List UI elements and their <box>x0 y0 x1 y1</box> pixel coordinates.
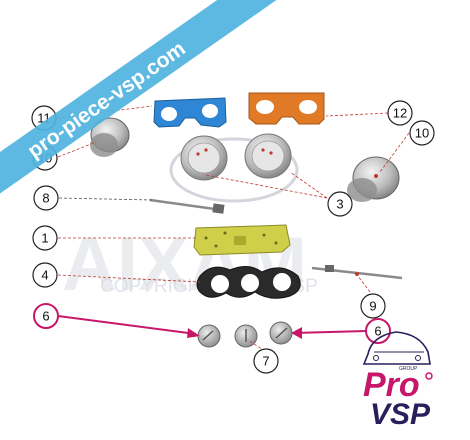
callout-8-label: 8 <box>42 191 49 206</box>
callout-4-label: 4 <box>41 268 48 283</box>
callout-7-label: 7 <box>262 354 269 369</box>
blue-bracket-part <box>153 97 227 128</box>
callout-7: 7 <box>253 348 279 374</box>
left-vent-knob-part <box>90 117 130 157</box>
callout-12-label: 12 <box>393 106 407 121</box>
callout-1: 1 <box>32 225 58 251</box>
center-dials-part <box>169 133 299 203</box>
gasket-part <box>196 266 301 299</box>
callout-3: 3 <box>327 191 353 217</box>
small-knob-left <box>197 324 221 348</box>
callout-9-label: 9 <box>369 299 376 314</box>
pcb-part <box>193 224 291 256</box>
small-knob-right <box>269 321 293 345</box>
callout-3-label: 3 <box>336 197 343 212</box>
callout-9: 9 <box>360 293 386 319</box>
orange-bracket-part <box>248 92 325 125</box>
callout-6-right-label: 6 <box>374 324 381 339</box>
callout-12: 12 <box>387 100 413 126</box>
callout-10-right-label: 10 <box>415 126 429 141</box>
callout-4: 4 <box>32 262 58 288</box>
callout-10-right: 10 <box>409 120 435 146</box>
small-knob-center <box>234 324 258 348</box>
callout-6-left: 6 <box>33 303 59 329</box>
logo-vsp-text: VSP <box>370 398 431 431</box>
cable-part-8 <box>149 198 225 214</box>
callout-6-left-label: 6 <box>42 309 49 324</box>
website-banner: pro-piece-vsp.com <box>0 0 277 207</box>
right-vent-knob-part <box>347 156 400 202</box>
callout-1-label: 1 <box>41 231 48 246</box>
logo-pro-text: Pro <box>363 366 420 404</box>
callout-8: 8 <box>33 185 59 211</box>
provsp-logo: GROUP Pro VSP <box>362 331 433 431</box>
cable-part-9 <box>311 265 403 280</box>
highlight-arrows <box>57 315 367 339</box>
callout-6-right: 6 <box>365 318 391 344</box>
logo-group-text: GROUP <box>399 366 418 372</box>
